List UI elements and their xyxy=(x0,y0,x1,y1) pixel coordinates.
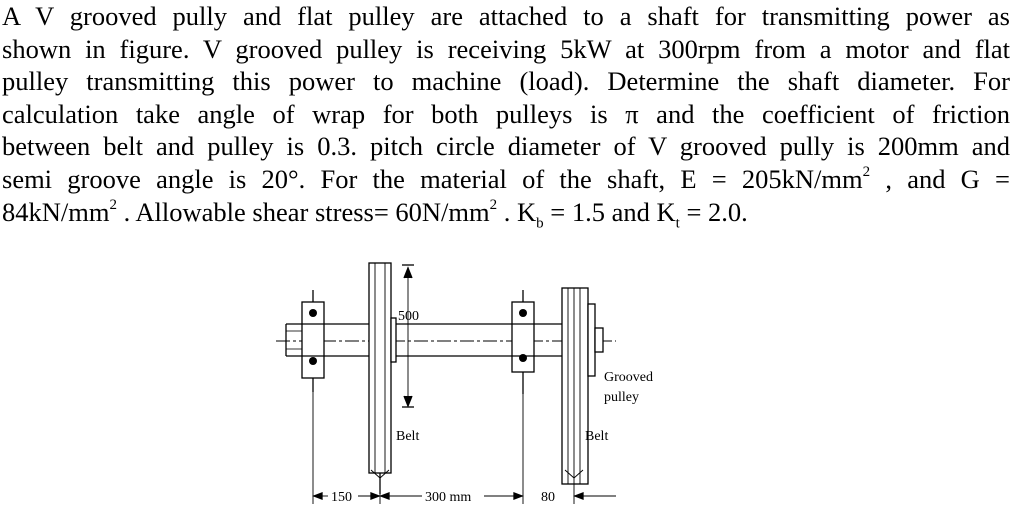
line-7-sup-2: 2 xyxy=(489,196,498,213)
problem-line-5: between belt and pulley is 0.3. pitch ci… xyxy=(2,131,1010,162)
line-7-d: = 1.5 and K xyxy=(543,196,676,227)
line-7-sub-2: t xyxy=(675,214,680,231)
line-6-text: semi groove angle is 20°. For the materi… xyxy=(2,163,863,194)
problem-line-4: calculation take angle of wrap for both … xyxy=(2,98,1010,129)
dim-500-label: 500 xyxy=(398,309,419,324)
problem-line-6: semi groove angle is 20°. For the materi… xyxy=(2,163,1010,196)
grooved-pulley xyxy=(561,287,589,485)
dim-150-label: 150 xyxy=(331,490,352,505)
right-bearing-dot-bottom xyxy=(519,354,527,362)
right-bearing-dot-top xyxy=(519,309,527,317)
dim-80-label: 80 xyxy=(541,490,555,505)
grooved-pulley-hub xyxy=(587,303,596,377)
line-7-b: . Allowable shear stress= 60N/mm xyxy=(116,196,490,227)
line-6-tail: , and G = xyxy=(870,163,1010,194)
problem-line-1: A V grooved pully and flat pulley are at… xyxy=(2,1,1010,31)
line-7-e: = 2.0. xyxy=(679,196,748,227)
grooved-label-2: pulley xyxy=(604,390,639,405)
line-7-c: . K xyxy=(497,196,537,227)
belt-left-label: Belt xyxy=(396,429,419,444)
grooved-label-1: Grooved xyxy=(604,370,653,385)
left-bearing-dot-top xyxy=(309,309,317,317)
line-7-sup-1: 2 xyxy=(109,196,117,213)
left-bearing xyxy=(301,301,325,379)
flat-pulley-hub xyxy=(390,317,397,363)
left-bearing-dot-bottom xyxy=(309,357,317,365)
dim-300-label: 300 mm xyxy=(425,490,471,505)
problem-line-7: 84kN/mm2 . Allowable shear stress= 60N/m… xyxy=(2,196,1010,231)
right-bearing xyxy=(511,301,535,373)
line-7-a: 84kN/mm xyxy=(2,196,110,227)
flat-pulley xyxy=(368,262,392,474)
problem-line-2: shown in figure. V grooved pulley is rec… xyxy=(2,33,1010,64)
shaft-right-end xyxy=(594,327,604,353)
problem-line-3: pulley transmitting this power to machin… xyxy=(2,66,1010,97)
problem-statement: A V grooved pully and flat pulley are at… xyxy=(2,0,1010,231)
line-7-sub-1: b xyxy=(536,214,544,231)
belt-right-label: Belt xyxy=(585,429,608,444)
line-6-sup: 2 xyxy=(862,164,871,181)
